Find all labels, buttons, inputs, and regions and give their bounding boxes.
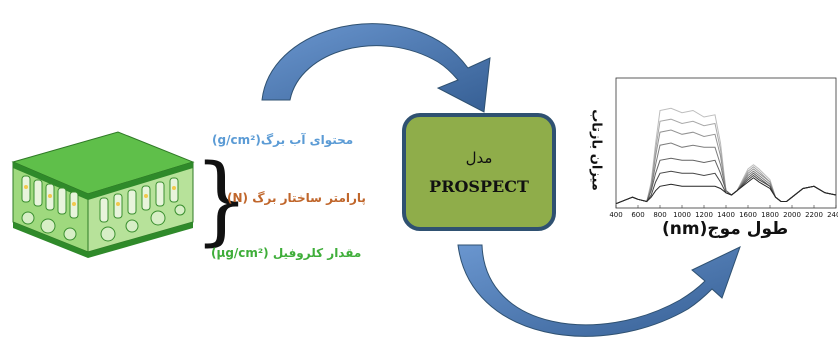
x-tick-label: 1200 xyxy=(695,211,713,219)
x-tick-label: 800 xyxy=(653,211,666,219)
curved-arrow-icon xyxy=(457,244,741,337)
y-axis-label: میزان بازتاب xyxy=(588,109,604,191)
chlorophyll-label: مقدار کلروفیل (μg/cm²) xyxy=(211,246,362,260)
x-axis-label: طول موج(nm) xyxy=(662,219,789,239)
x-tick-label: 600 xyxy=(631,211,644,219)
curved-arrow-icon xyxy=(261,23,491,113)
x-tick-label: 1400 xyxy=(717,211,735,219)
x-tick-label: 2400 xyxy=(827,211,838,219)
leaf-cross-section-icon xyxy=(11,131,195,258)
model-name: PROSPECT xyxy=(429,176,529,196)
x-tick-label: 2200 xyxy=(805,211,823,219)
series-line xyxy=(615,142,837,205)
series-line xyxy=(615,157,837,205)
x-tick-label: 1000 xyxy=(673,211,691,219)
reflectance-chart: 400 600 800 1000 1200 1400 1600 1800 2000 2200 240… xyxy=(609,77,838,219)
x-tick-label: 1800 xyxy=(761,211,779,219)
model-title: مدل xyxy=(465,148,493,167)
structure-parameter-label: پارامتر ساختار برگ (N) xyxy=(227,191,366,205)
x-tick-label: 400 xyxy=(609,211,622,219)
x-tick-label: 1600 xyxy=(739,211,757,219)
x-tick-label: 2000 xyxy=(783,211,801,219)
prospect-model-box: مدل PROSPECT xyxy=(402,113,556,231)
water-content-label: محتوای آب برگ(g/cm²) xyxy=(212,133,354,147)
series-line xyxy=(615,177,837,205)
brace-icon: } xyxy=(194,144,250,256)
